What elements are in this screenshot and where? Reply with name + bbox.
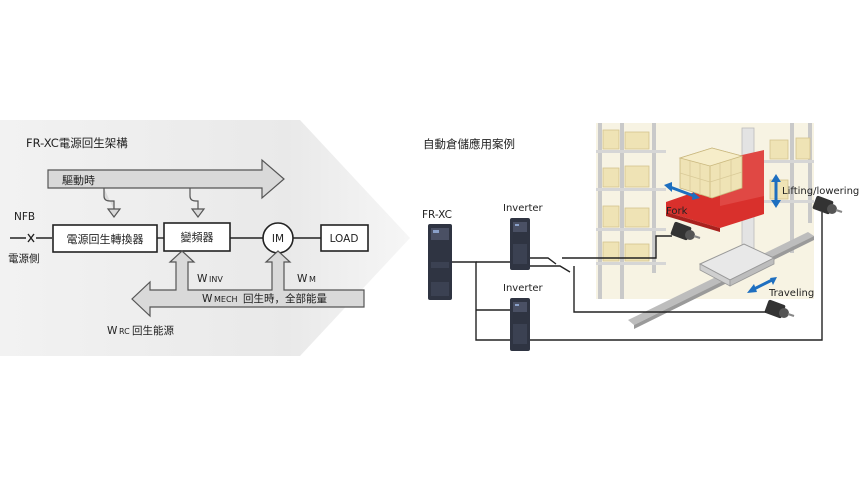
travel-motor-icon <box>764 299 795 319</box>
w-m-label: W M <box>297 273 316 285</box>
inverter-bottom-label: Inverter <box>503 283 544 294</box>
fr-xc-label: FR-XC <box>422 209 452 221</box>
regen-converter-label: 電源回生轉換器 <box>67 232 144 246</box>
w-inv-label: W INV <box>197 273 223 285</box>
driving-branch-head-2 <box>190 208 206 218</box>
w-mech-label: W MECH 回生時，全部能量 <box>202 292 327 305</box>
regen-converter-box <box>52 224 158 253</box>
motion-arrows <box>664 174 781 293</box>
w-mech-suffix: 回生時，全部能量 <box>243 292 327 305</box>
w-rc-label: W RC 回生能源 <box>107 324 174 337</box>
left-diagram: FR-XC電源回生架構 驅動時 NFB 電源側 電源回生轉換器 變頻器 IM L… <box>0 120 410 356</box>
w-inv-main: W <box>197 273 208 285</box>
driving-branch-arrow-2 <box>189 188 199 210</box>
load-box <box>320 224 369 252</box>
inverter-label: 變頻器 <box>181 230 214 244</box>
w-mech-main: W <box>202 293 213 305</box>
w-rc-sub: RC <box>119 327 130 336</box>
lift-motor-icon <box>812 195 843 215</box>
right-diagram-title: 自動倉儲應用案例 <box>423 137 515 151</box>
driving-label: 驅動時 <box>62 173 95 187</box>
w-m-main: W <box>297 273 308 285</box>
fr-xc-unit <box>428 224 452 300</box>
regen-flow-shape <box>131 250 365 318</box>
w-m-sub: M <box>309 275 316 284</box>
load-label: LOAD <box>330 233 359 245</box>
driving-branch-arrow-1 <box>103 188 115 210</box>
nfb-label: NFB <box>14 211 35 223</box>
w-rc-suffix: 回生能源 <box>132 324 174 337</box>
w-rc-main: W <box>107 325 118 337</box>
right-diagram: 自動倉儲應用案例 <box>422 123 859 351</box>
wiring <box>452 212 823 341</box>
inverter-top-unit <box>510 218 530 270</box>
fork-arrow <box>669 185 695 198</box>
fork-motor-icon <box>670 221 701 241</box>
nfb-switch <box>10 233 52 243</box>
left-diagram-title: FR-XC電源回生架構 <box>26 136 128 150</box>
driving-branch-head-1 <box>106 208 122 218</box>
w-inv-sub: INV <box>209 275 223 284</box>
lifting-label: Lifting/lowering <box>782 186 859 197</box>
motor-label: IM <box>272 233 284 245</box>
inverter-top-label: Inverter <box>503 203 544 214</box>
inverter-bottom-unit <box>510 298 530 351</box>
inverter-box <box>163 222 231 252</box>
fork-label: Fork <box>666 206 688 217</box>
cargo-boxes <box>678 147 744 199</box>
w-mech-sub: MECH <box>214 295 238 304</box>
traveling-label: Traveling <box>768 288 814 299</box>
power-side-label: 電源側 <box>8 252 40 265</box>
driving-arrow <box>47 158 285 200</box>
